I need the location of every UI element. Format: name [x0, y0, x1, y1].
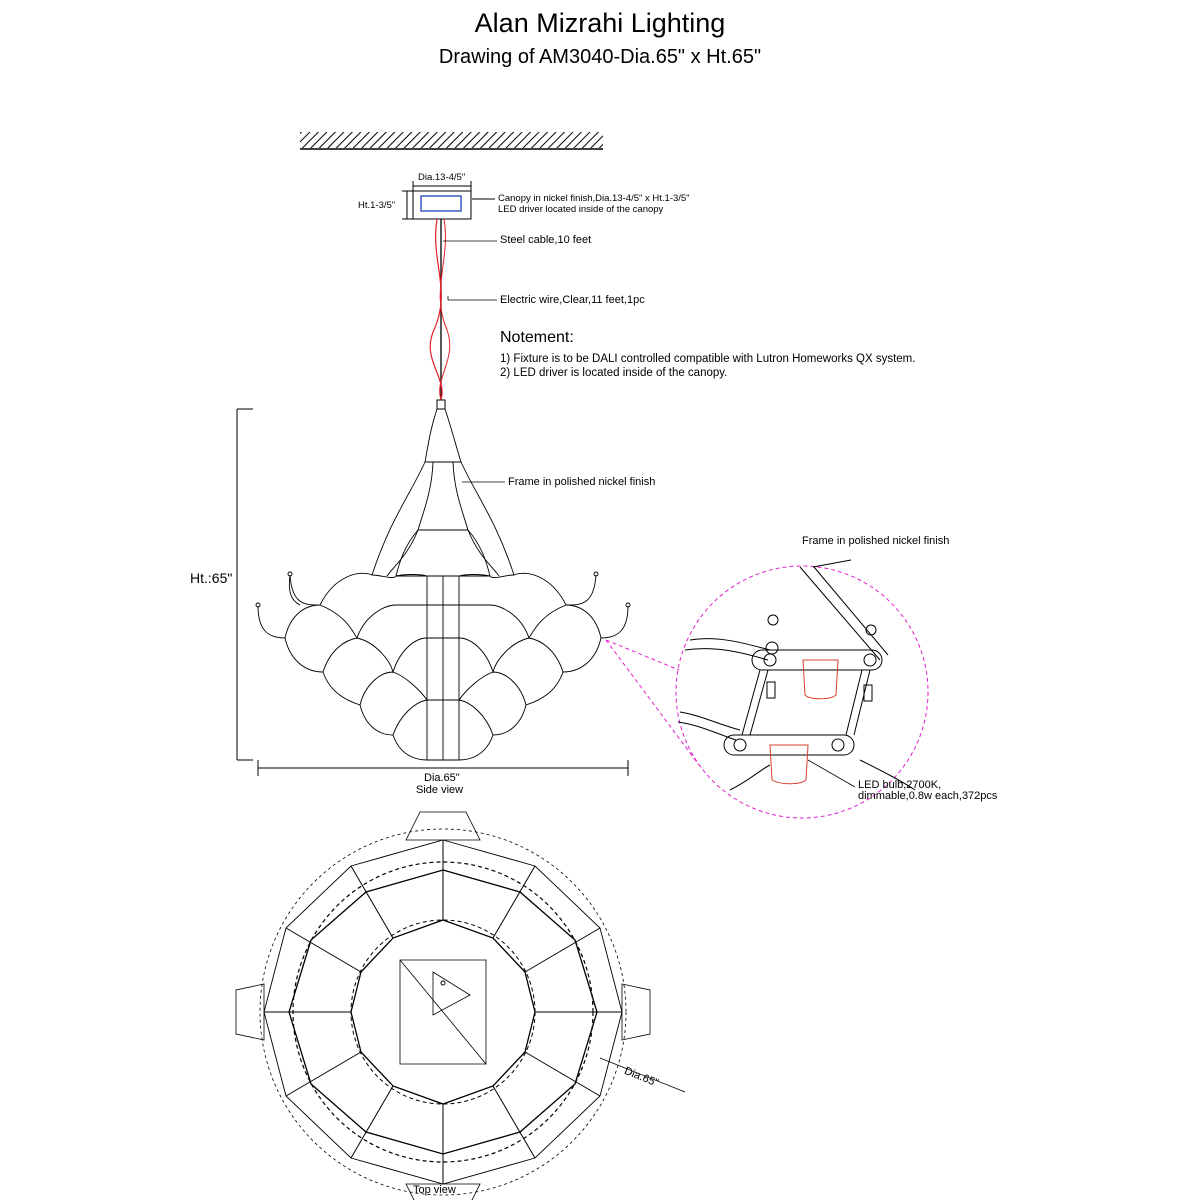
bulb-label-line2: dimmable,0.8w each,372pcs — [858, 790, 998, 802]
drawing-subtitle: Drawing of AM3040-Dia.65" x Ht.65" — [438, 46, 762, 68]
suspension — [429, 218, 497, 410]
canopy-dia-label: Dia.13-4/5" — [418, 172, 466, 183]
note-item-2: 2) LED driver is located inside of the c… — [500, 367, 728, 379]
electric-wire — [429, 218, 443, 403]
frame-label: Frame in polished nickel finish — [508, 476, 656, 488]
canopy-ht-label: Ht.1-3/5" — [358, 200, 396, 211]
top-view-caption: Top view — [413, 1184, 456, 1196]
side-dia-label: Dia.65" — [424, 772, 460, 784]
height-dimension-label: Ht.:65" — [190, 570, 233, 586]
detail-view — [605, 559, 929, 819]
led-bulb — [769, 659, 839, 785]
drawing-title: Alan Mizrahi Lighting — [474, 8, 726, 38]
bulb-label-line1: LED bulb,2700K, — [858, 779, 942, 791]
steel-cable-label: Steel cable,10 feet — [500, 234, 592, 246]
ceiling-hatch — [300, 132, 603, 148]
top-view — [235, 811, 686, 1200]
side-dimensions — [236, 408, 629, 776]
side-view-caption: Side view — [416, 784, 464, 796]
canopy-callout-line2: LED driver located inside of the canopy — [498, 204, 664, 215]
electric-wire-label: Electric wire,Clear,11 feet,1pc — [500, 294, 645, 306]
note-item-1: 1) Fixture is to be DALI controlled comp… — [500, 353, 916, 365]
canopy — [402, 181, 495, 220]
canopy-callout-line1: Canopy in nickel finish,Dia.13-4/5" x Ht… — [498, 193, 690, 204]
side-view-chandelier — [255, 408, 631, 761]
detail-frame-label: Frame in polished nickel finish — [802, 535, 950, 547]
notes-heading: Notement: — [500, 329, 574, 346]
